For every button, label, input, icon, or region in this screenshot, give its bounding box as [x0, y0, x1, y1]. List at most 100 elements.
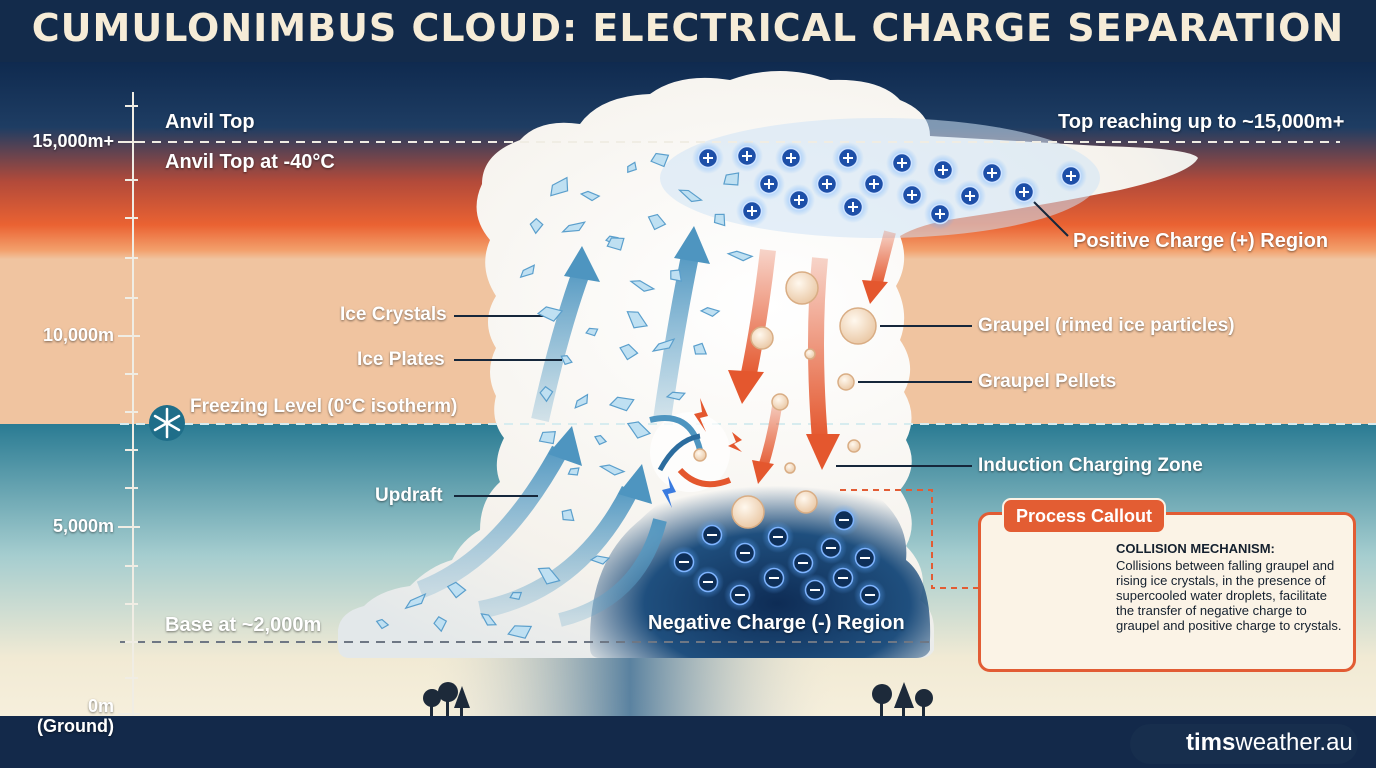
negative-charge	[849, 542, 881, 574]
graupel-pellet	[837, 373, 855, 391]
negative-charge	[828, 504, 860, 536]
ice-crystal	[561, 221, 587, 233]
negative-charge	[762, 521, 794, 553]
ice-crystal	[726, 250, 754, 262]
negative-charge	[758, 562, 790, 594]
ice-crystal	[509, 591, 523, 601]
negative-charge	[815, 532, 847, 564]
ice-crystal	[550, 176, 569, 197]
callout-heading: COLLISION MECHANISM:	[1116, 541, 1275, 556]
ice-crystal	[567, 467, 580, 476]
graupel-pellet	[784, 462, 796, 474]
positive-charge	[896, 179, 928, 211]
graupel-pellet	[839, 307, 877, 345]
brand-name-rest: weather.au	[1235, 729, 1353, 756]
ice-crystal	[433, 616, 448, 633]
ice-crystal	[539, 385, 554, 403]
positive-charge	[832, 142, 864, 174]
negative-charge	[692, 566, 724, 598]
graupel-label: Graupel (rimed ice particles)	[978, 315, 1235, 336]
leader-lines	[454, 201, 1069, 497]
altitude-axis	[118, 92, 140, 716]
ice-crystal	[561, 508, 575, 522]
ice-crystal	[677, 189, 704, 203]
negative-charges	[668, 504, 886, 611]
ice-crystal	[537, 567, 561, 585]
graupel-pellets-label: Graupel Pellets	[978, 371, 1117, 392]
positive-charge	[927, 154, 959, 186]
ice-crystals	[375, 152, 754, 639]
ice-crystal	[404, 592, 427, 610]
ice-crystal	[579, 190, 601, 202]
ice-plates-label: Ice Plates	[357, 349, 445, 370]
anvil-top-label: Anvil Top	[165, 111, 255, 133]
positive-charge	[976, 157, 1008, 189]
positive-charges	[692, 140, 1087, 230]
ice-crystal	[589, 555, 611, 565]
ice-crystal	[538, 430, 556, 445]
ice-crystal	[699, 307, 721, 318]
cumulonimbus-cloud	[338, 71, 1198, 658]
positive-charge	[924, 198, 956, 230]
ice-crystal	[626, 311, 649, 329]
updraft-label: Updraft	[375, 485, 443, 506]
ice-crystal	[647, 213, 667, 231]
graupel-pellet	[771, 393, 789, 411]
graupel-pellet	[847, 439, 861, 453]
ice-crystal	[507, 625, 533, 639]
ice-crystal	[446, 581, 467, 599]
positive-charge	[811, 168, 843, 200]
positive-charge	[837, 191, 869, 223]
ice-crystal	[626, 421, 652, 439]
negative-region-label: Negative Charge (-) Region	[648, 612, 905, 634]
brand-name-bold: tims	[1186, 729, 1236, 756]
ice-crystal	[560, 355, 573, 366]
process-callout-tab: Process Callout	[1002, 498, 1166, 534]
ice-crystal	[627, 161, 637, 174]
axis-label-5000: 5,000m	[52, 516, 114, 536]
updraft-arrows	[416, 226, 710, 627]
negative-charge	[724, 579, 756, 611]
ice-crystal	[665, 391, 687, 401]
positive-charge	[1055, 160, 1087, 192]
axis-label-0: 0m	[87, 696, 114, 716]
positive-charge	[736, 195, 768, 227]
positive-charge	[886, 147, 918, 179]
trees-right	[872, 682, 933, 716]
ice-crystal	[713, 213, 726, 227]
brand-badge[interactable]	[1130, 724, 1358, 764]
positive-charge	[775, 142, 807, 174]
positive-charge	[692, 142, 724, 174]
ice-crystal	[693, 342, 708, 355]
negative-charge	[668, 546, 700, 578]
graupel-pellet	[804, 348, 816, 360]
ice-crystal	[585, 327, 599, 337]
title-band	[0, 0, 1376, 62]
axis-label-ground: (Ground)	[37, 716, 114, 736]
rain-shaft	[420, 650, 840, 716]
ice-crystal	[651, 338, 676, 352]
induction-zone-label: Induction Charging Zone	[978, 455, 1203, 476]
brand-name[interactable]: timsweather.au	[1186, 729, 1353, 757]
positive-charge	[1008, 176, 1040, 208]
ice-crystal	[650, 152, 670, 168]
cloud-base-label: Base at ~2,000m	[165, 614, 322, 636]
page-title: CUMULONIMBUS CLOUD: ELECTRICAL CHARGE SE…	[31, 6, 1345, 50]
graupel-pellets	[693, 271, 877, 529]
trees-left	[423, 682, 470, 716]
top-reach-label: Top reaching up to ~15,000m+	[1058, 111, 1345, 133]
ice-crystal	[629, 280, 656, 292]
ice-crystal	[375, 618, 390, 630]
negative-charge	[854, 579, 886, 611]
ice-crystal	[529, 217, 544, 235]
callout-text: Collisions between falling graupel and r…	[1116, 558, 1342, 633]
graupel-pellet	[693, 448, 707, 462]
positive-region-label: Positive Charge (+) Region	[1073, 230, 1329, 252]
ice-crystal	[594, 434, 608, 446]
positive-charge	[954, 180, 986, 212]
anvil-top-temp-label: Anvil Top at -40°C	[165, 151, 335, 173]
graupel-pellet	[785, 271, 819, 305]
negative-charge	[787, 547, 819, 579]
negative-charge	[729, 537, 761, 569]
axis-label-15000: 15,000m+	[32, 131, 114, 151]
